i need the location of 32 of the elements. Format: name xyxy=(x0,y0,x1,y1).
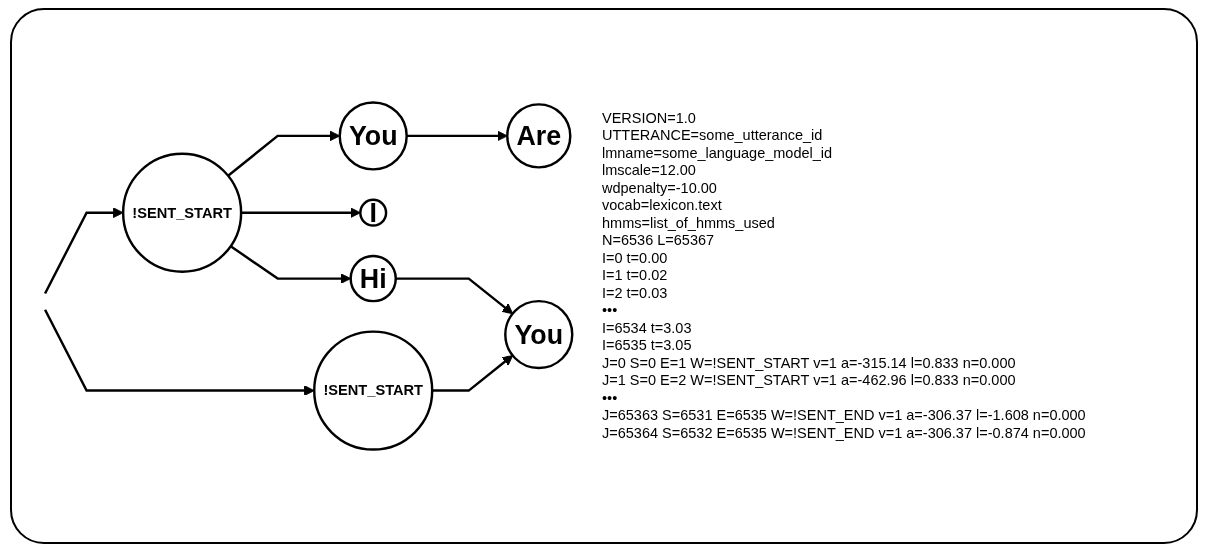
lattice-text-line: ••• xyxy=(602,302,619,320)
lattice-text-line: J=1 S=0 E=2 W=!SENT_START v=1 a=-462.96 l=0.833 n=0.000 xyxy=(602,372,1017,390)
node-circle: Are xyxy=(506,103,572,169)
lattice-text-line: I=6535 t=3.05 xyxy=(602,337,693,355)
lattice-text-line: I=0 t=0.00 xyxy=(602,249,669,268)
lattice-text-line: I=1 t=0.02 xyxy=(602,267,669,285)
lattice-text-line: J=65363 S=6531 E=6535 W=!SENT_END v=1 a=-306.37 l=-1.608 n=0.000 xyxy=(602,407,1087,425)
node-circle: !SENT_START xyxy=(121,152,243,273)
lattice-text-line: UTTERANCE=some_utterance_id xyxy=(602,127,824,145)
lattice-text-line: lmscale=12.00 xyxy=(602,162,697,180)
node-circle: You xyxy=(504,299,574,370)
arrow xyxy=(241,207,361,219)
lattice-text-line: lmname=some_language_model_id xyxy=(602,144,834,163)
lattice-text-line: wdpenalty=-10.00 xyxy=(602,179,718,198)
arrow xyxy=(395,277,514,315)
lattice-text-line: N=6536 L=65367 xyxy=(602,232,716,250)
arrow xyxy=(432,355,514,392)
lattice-text-line: hmms=list_of_hmms_used xyxy=(602,214,776,233)
lattice-text-line: J=65364 S=6532 E=6535 W=!SENT_END v=1 a=-306.37 l=-0.874 n=0.000 xyxy=(602,424,1087,443)
node-circle: You xyxy=(338,101,408,171)
lattice-text-line: J=0 S=0 E=1 W=!SENT_START v=1 a=-315.14 l=0.833 n=0.000 xyxy=(602,354,1017,373)
lattice-text-line: I=2 t=0.03 xyxy=(602,284,669,303)
lattice-text-line: VERSION=1.0 xyxy=(602,109,697,128)
arrow xyxy=(44,309,315,396)
arrow xyxy=(406,130,508,142)
arrow xyxy=(44,207,124,295)
node-circle: Hi xyxy=(349,254,397,303)
node-circle: I xyxy=(359,198,388,227)
lattice-text-line: ••• xyxy=(602,389,619,408)
node-circle: !SENT_START xyxy=(313,330,434,451)
lattice-text-line: I=6534 t=3.03 xyxy=(602,319,693,338)
lattice-text-line: vocab=lexicon.text xyxy=(602,197,723,215)
